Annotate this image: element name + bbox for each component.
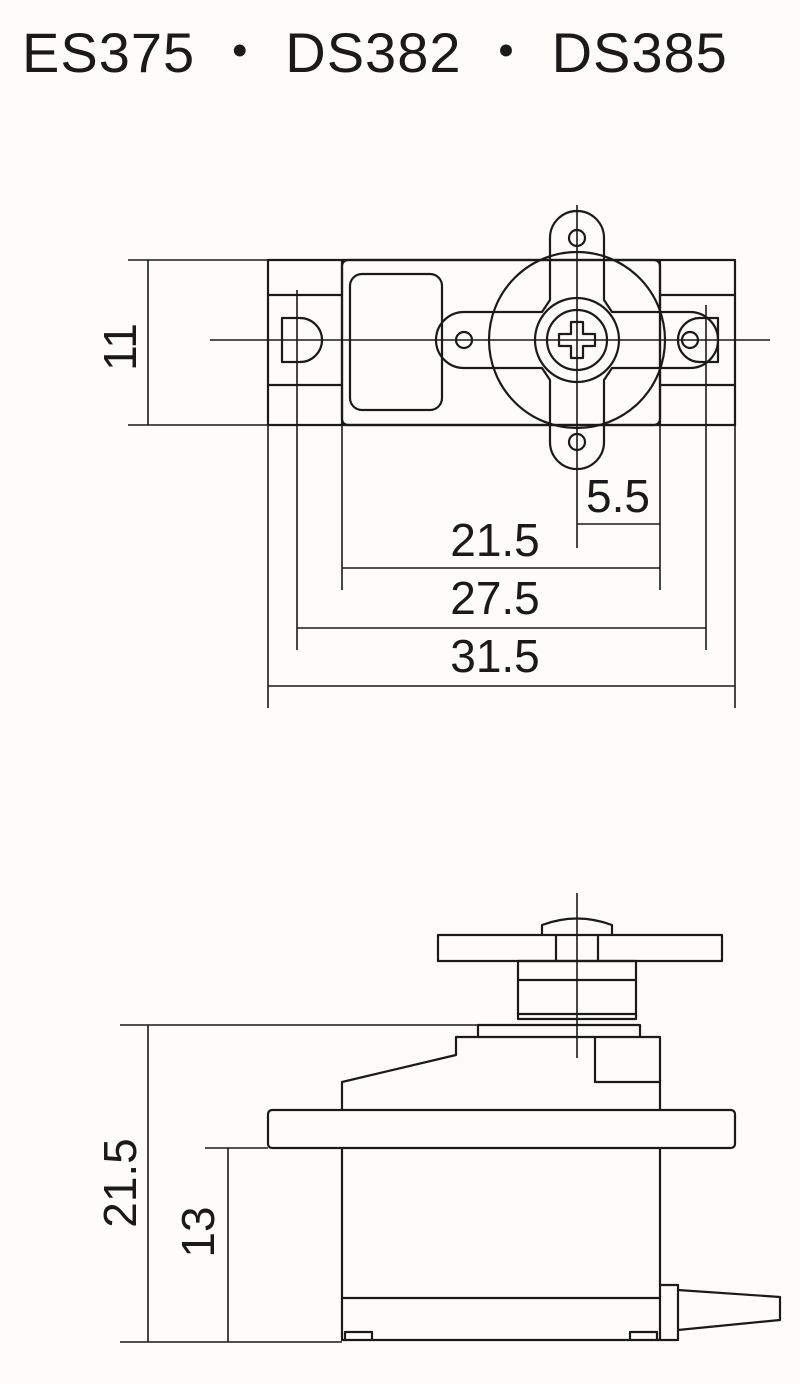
side-view-dimensions: 21.5 13 [94,1024,478,1343]
top-view-inner-body [340,258,662,427]
label-window [348,272,444,412]
side-cable-exit [660,1283,782,1342]
overall-height-dim-label: 21.5 [94,1138,146,1228]
side-view [266,893,782,1342]
side-output-base [476,1023,642,1037]
mount-spacing-dim-label: 27.5 [450,572,540,624]
horn-offset-dim-label: 5.5 [586,470,650,522]
side-gear-cover [340,1035,662,1110]
side-mount-flange [266,1108,737,1150]
mount-height-dim-line [205,1147,268,1342]
height-dim-label: 11 [94,323,146,371]
top-view-centerlines [210,205,770,548]
top-view [210,205,770,548]
left-mount-tab [268,260,344,425]
side-lower-case [340,1148,662,1342]
overall-height-dim-line [120,1024,478,1343]
side-horn-arm [436,933,724,963]
side-case-feet [343,1330,659,1340]
overall-width-dim-label: 31.5 [450,630,540,682]
screw-head-icon [557,320,597,360]
height-dim-line [128,259,268,426]
mount-height-dim-label: 13 [172,1206,224,1257]
top-view-dimensions: 11 5.5 21.5 27.5 31.5 [94,259,736,708]
drawing-title: ES375 ・ DS382 ・ DS385 [22,21,728,84]
right-mount-tab [658,260,735,425]
top-view-extension-lines [267,290,736,708]
inner-mount-dim-label: 21.5 [450,514,540,566]
cross-horn [434,209,720,471]
